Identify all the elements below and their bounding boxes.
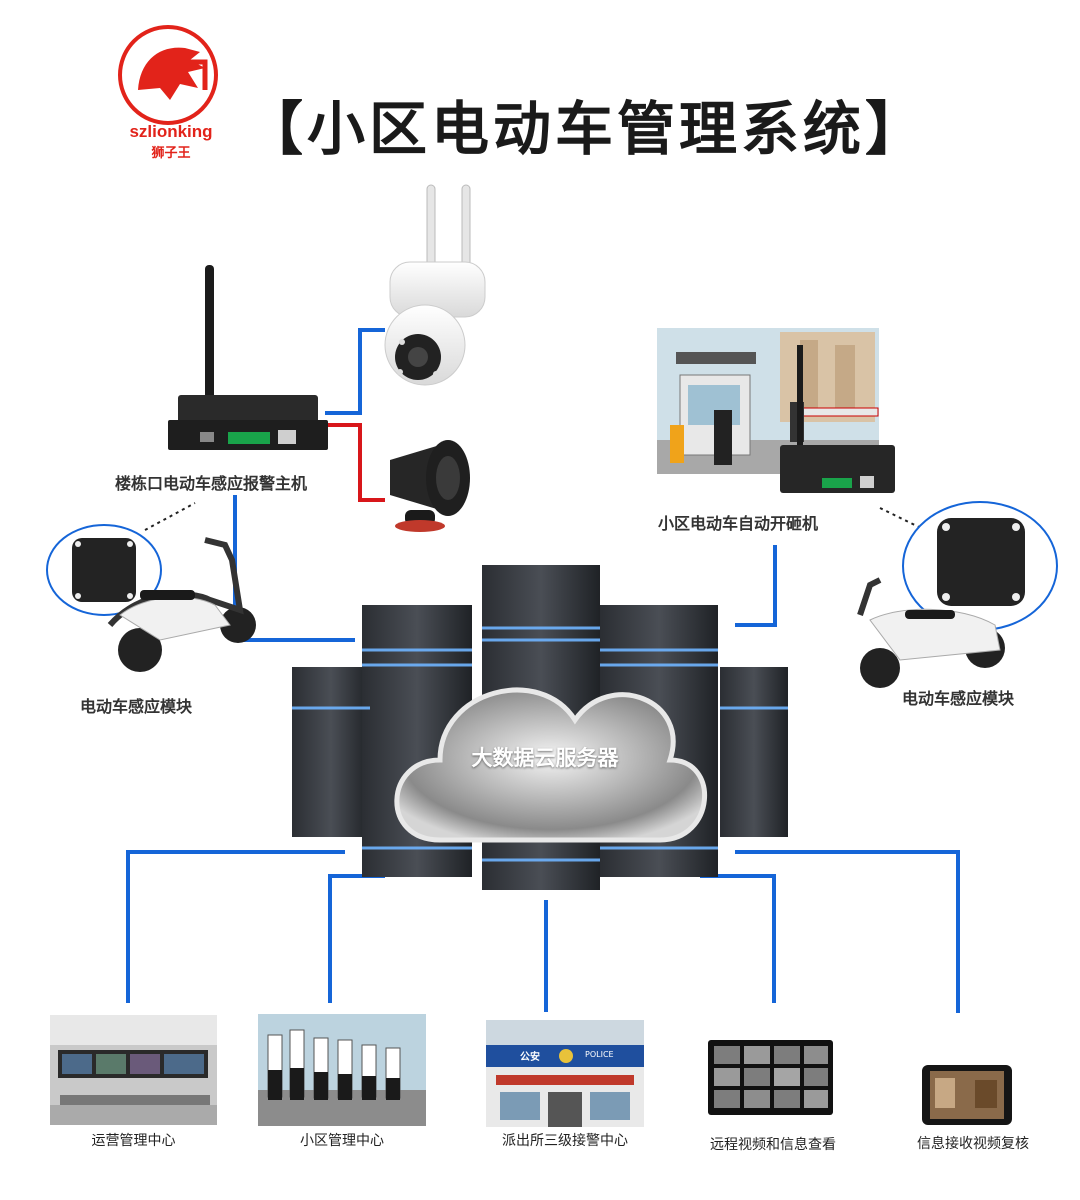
scooter-left: [107, 537, 256, 672]
scooter-right: [857, 577, 1005, 688]
server-cluster: [292, 565, 788, 890]
center-label-ops: 运营管理中心: [91, 1133, 176, 1149]
barrier-gate-photo: [657, 328, 895, 493]
wires-blue: [126, 328, 960, 1013]
brand-logo: [118, 25, 218, 125]
center-label-remote: 远程视频和信息查看: [710, 1137, 836, 1153]
brand-name: szlionking: [129, 122, 213, 141]
cloud-server-label: 大数据云服务器: [471, 746, 619, 770]
alarm-host-device: [168, 265, 328, 450]
brand-subtitle: 狮子王: [151, 146, 191, 161]
community-center-photo: [258, 1014, 426, 1126]
police-station-photo: [486, 1020, 644, 1127]
ops-center-photo: [50, 1015, 217, 1125]
module-right-device: [902, 501, 1058, 631]
wires-red: [325, 423, 385, 502]
center-label-community: 小区管理中心: [300, 1133, 384, 1149]
remote-video-photo: [708, 1040, 833, 1115]
police-en-text: POLICE: [585, 1050, 614, 1059]
police-sign-text: 公安: [520, 1052, 540, 1063]
barrier-label: 小区电动车自动开砸机: [658, 514, 819, 533]
camera-device: [384, 184, 486, 386]
module-left-label: 电动车感应模块: [80, 697, 193, 716]
siren-device: [390, 440, 470, 532]
dotted-links: [144, 502, 926, 531]
module-left-device: [46, 524, 162, 616]
center-label-police: 派出所三级接警中心: [502, 1133, 628, 1149]
page-title: 【小区电动车管理系统】: [245, 95, 928, 163]
host-label: 楼栋口电动车感应报警主机: [115, 474, 308, 493]
module-right-label: 电动车感应模块: [902, 689, 1015, 708]
center-label-review: 信息接收视频复核: [917, 1136, 1029, 1152]
video-review-photo: [922, 1065, 1012, 1125]
